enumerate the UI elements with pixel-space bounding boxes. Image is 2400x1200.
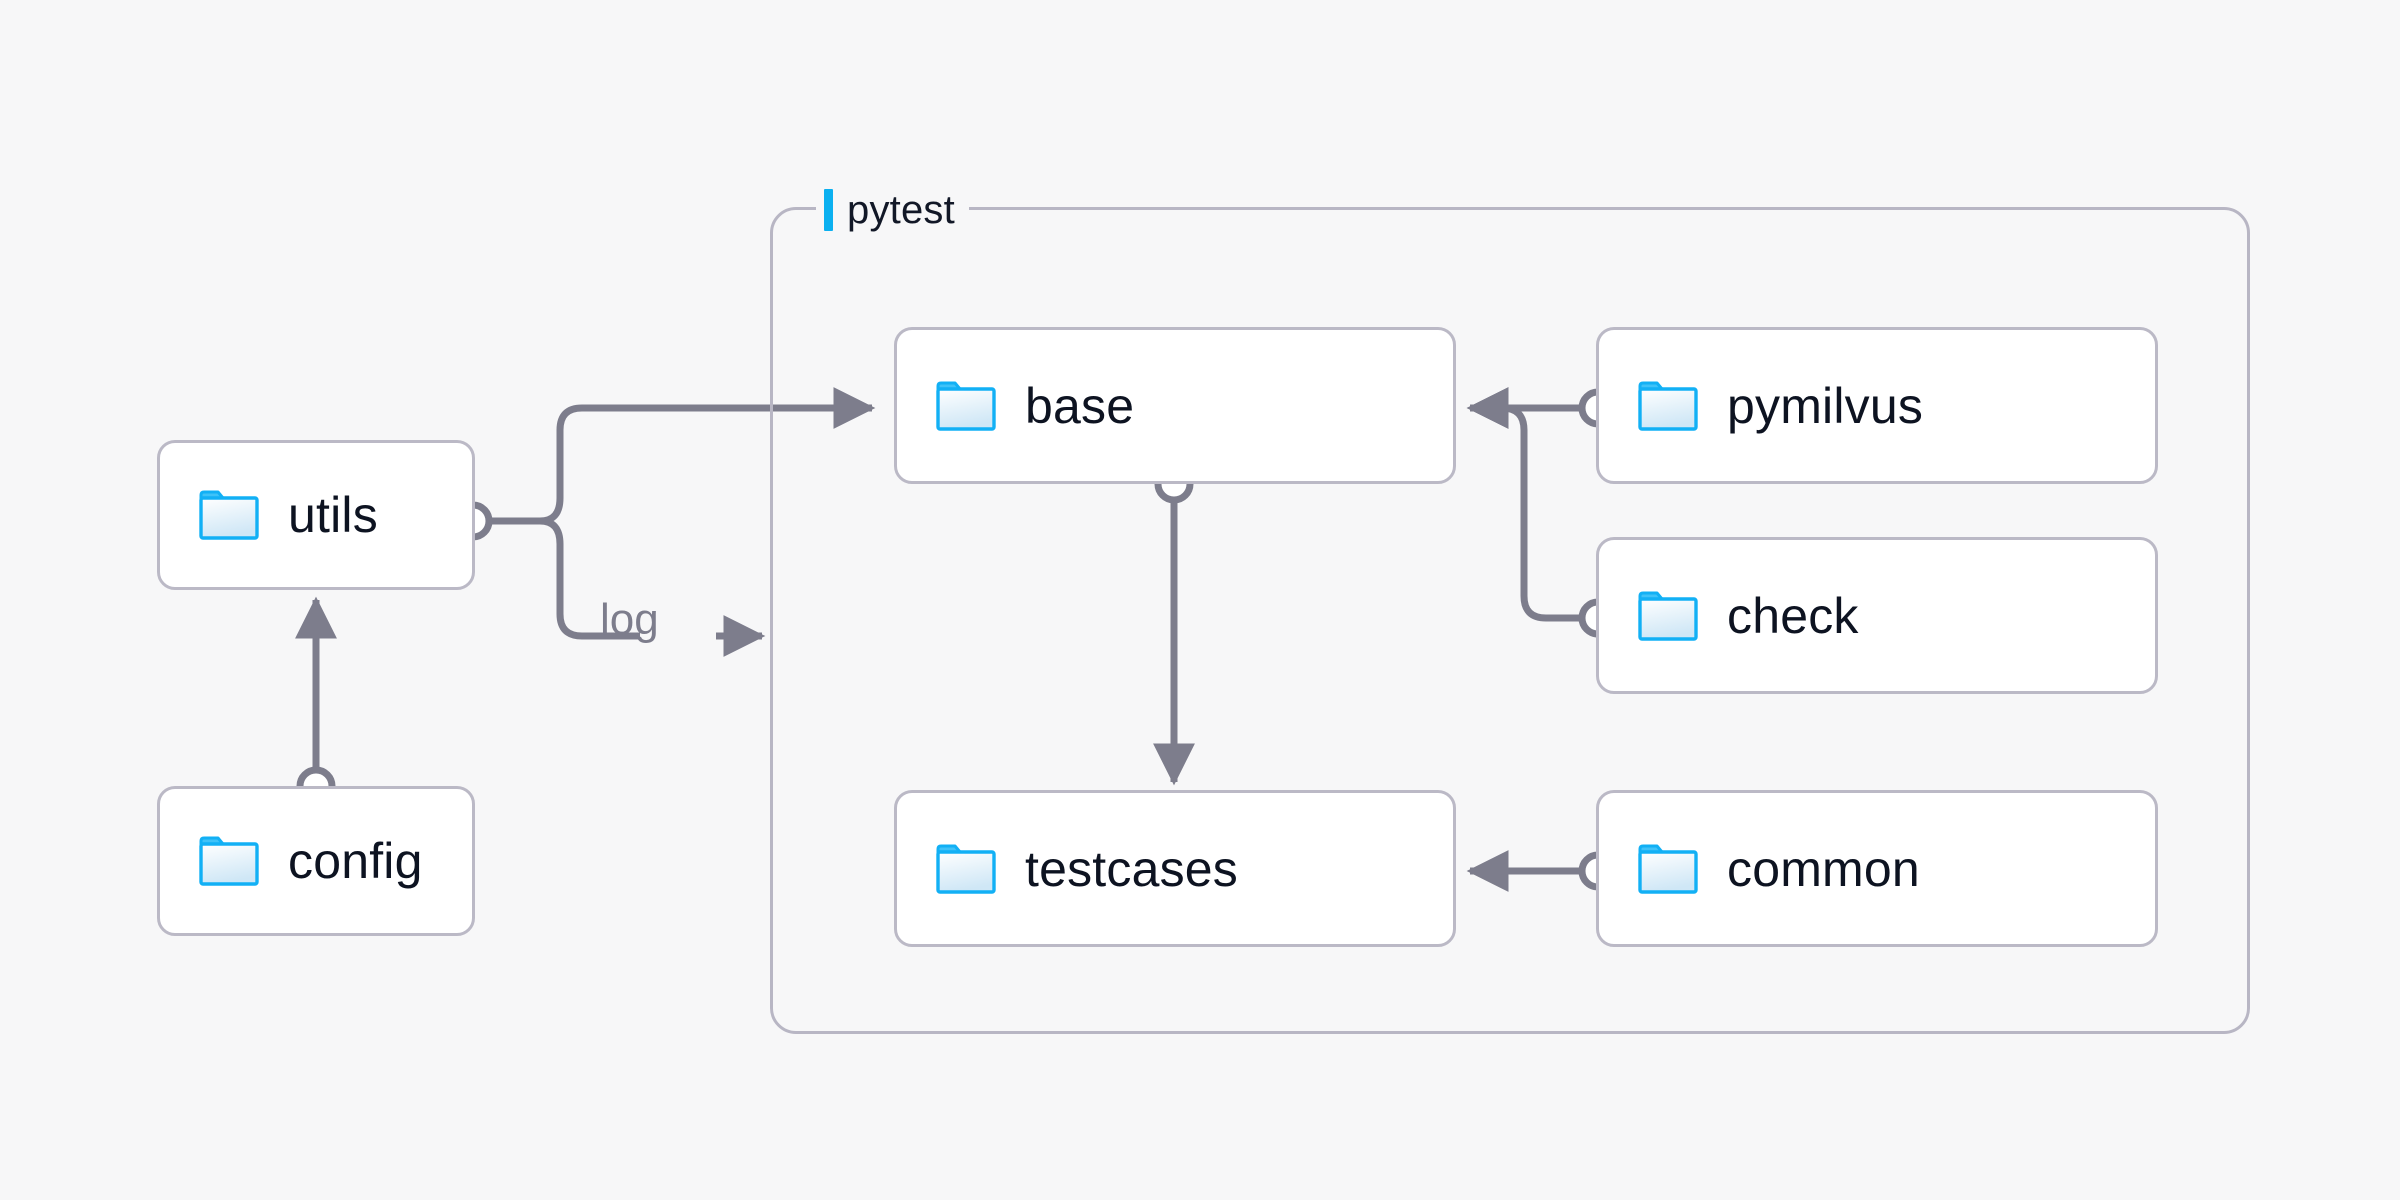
group-pytest [770, 207, 2250, 1034]
node-check[interactable]: check [1596, 537, 2158, 694]
node-label: base [1025, 377, 1135, 434]
node-pymilvus[interactable]: pymilvus [1596, 327, 2158, 484]
accent-bar-icon [824, 189, 833, 231]
node-config[interactable]: config [157, 786, 475, 936]
folder-icon [936, 844, 996, 894]
node-testcases[interactable]: testcases [894, 790, 1456, 947]
group-label-text: pytest [847, 188, 955, 232]
folder-icon [1638, 591, 1698, 641]
node-label: common [1727, 840, 1920, 897]
node-label: config [288, 833, 423, 889]
node-base[interactable]: base [894, 327, 1456, 484]
node-utils[interactable]: utils [157, 440, 475, 590]
folder-icon [1638, 844, 1698, 894]
folder-icon [936, 381, 996, 431]
group-pytest-label: pytest [816, 183, 969, 237]
folder-icon [199, 836, 259, 886]
node-label: pymilvus [1727, 377, 1924, 434]
folder-icon [199, 490, 259, 540]
node-label: testcases [1025, 840, 1239, 897]
node-common[interactable]: common [1596, 790, 2158, 947]
folder-icon [1638, 381, 1698, 431]
node-label: check [1727, 587, 1859, 644]
edge-label-log: log [600, 595, 659, 644]
node-label: utils [288, 487, 378, 543]
